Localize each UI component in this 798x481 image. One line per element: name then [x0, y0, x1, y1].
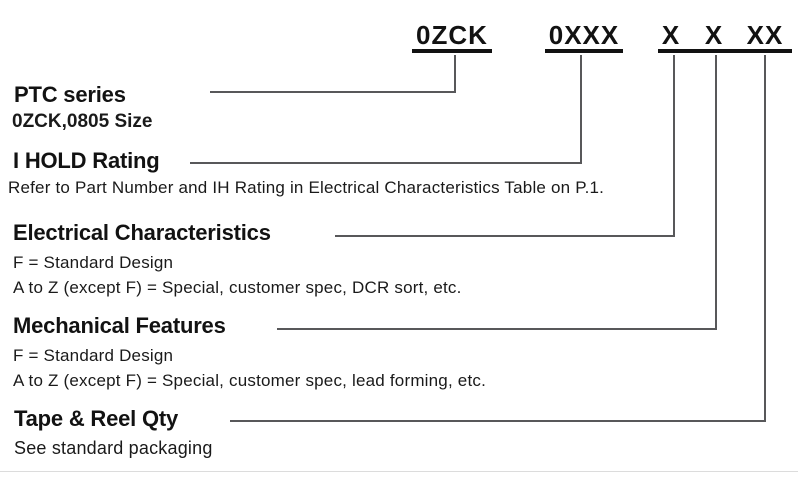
section-title-tape-reel-qty: Tape & Reel Qty [14, 406, 179, 431]
section-title-ihold-rating: I HOLD Rating [13, 148, 160, 173]
bottom-divider [0, 471, 798, 472]
section-line-electrical-standard: F = Standard Design [13, 253, 174, 272]
connector-tape-reel-qty [230, 55, 766, 422]
code-underline-suffix-group [658, 49, 792, 53]
code-underline-ihold-rating [545, 49, 623, 53]
section-line-tape-reel-packaging: See standard packaging [14, 438, 213, 458]
code-segment-series: 0ZCK [416, 20, 488, 50]
section-title-electrical-characteristics: Electrical Characteristics [13, 220, 271, 245]
section-line-electrical-special: A to Z (except F) = Special, customer sp… [13, 278, 462, 297]
code-segment-tape-reel: XX [746, 20, 784, 50]
code-segment-mechanical: X [704, 20, 724, 50]
connector-ptc-series [210, 55, 456, 93]
section-line-ptc-series-size: 0ZCK,0805 Size [12, 111, 153, 132]
section-line-ihold-refer: Refer to Part Number and IH Rating in El… [8, 178, 605, 197]
section-line-mechanical-standard: F = Standard Design [13, 346, 174, 365]
code-segment-electrical: X [661, 20, 681, 50]
code-segment-ihold-rating: 0XXX [548, 20, 620, 50]
connector-electrical-characteristics [335, 55, 675, 237]
section-line-mechanical-special: A to Z (except F) = Special, customer sp… [13, 371, 487, 390]
section-title-ptc-series: PTC series [14, 82, 126, 107]
section-title-mechanical-features: Mechanical Features [13, 313, 226, 338]
connector-mechanical-features [277, 55, 717, 330]
connector-ihold-rating [190, 55, 582, 164]
code-underline-series [412, 49, 492, 53]
